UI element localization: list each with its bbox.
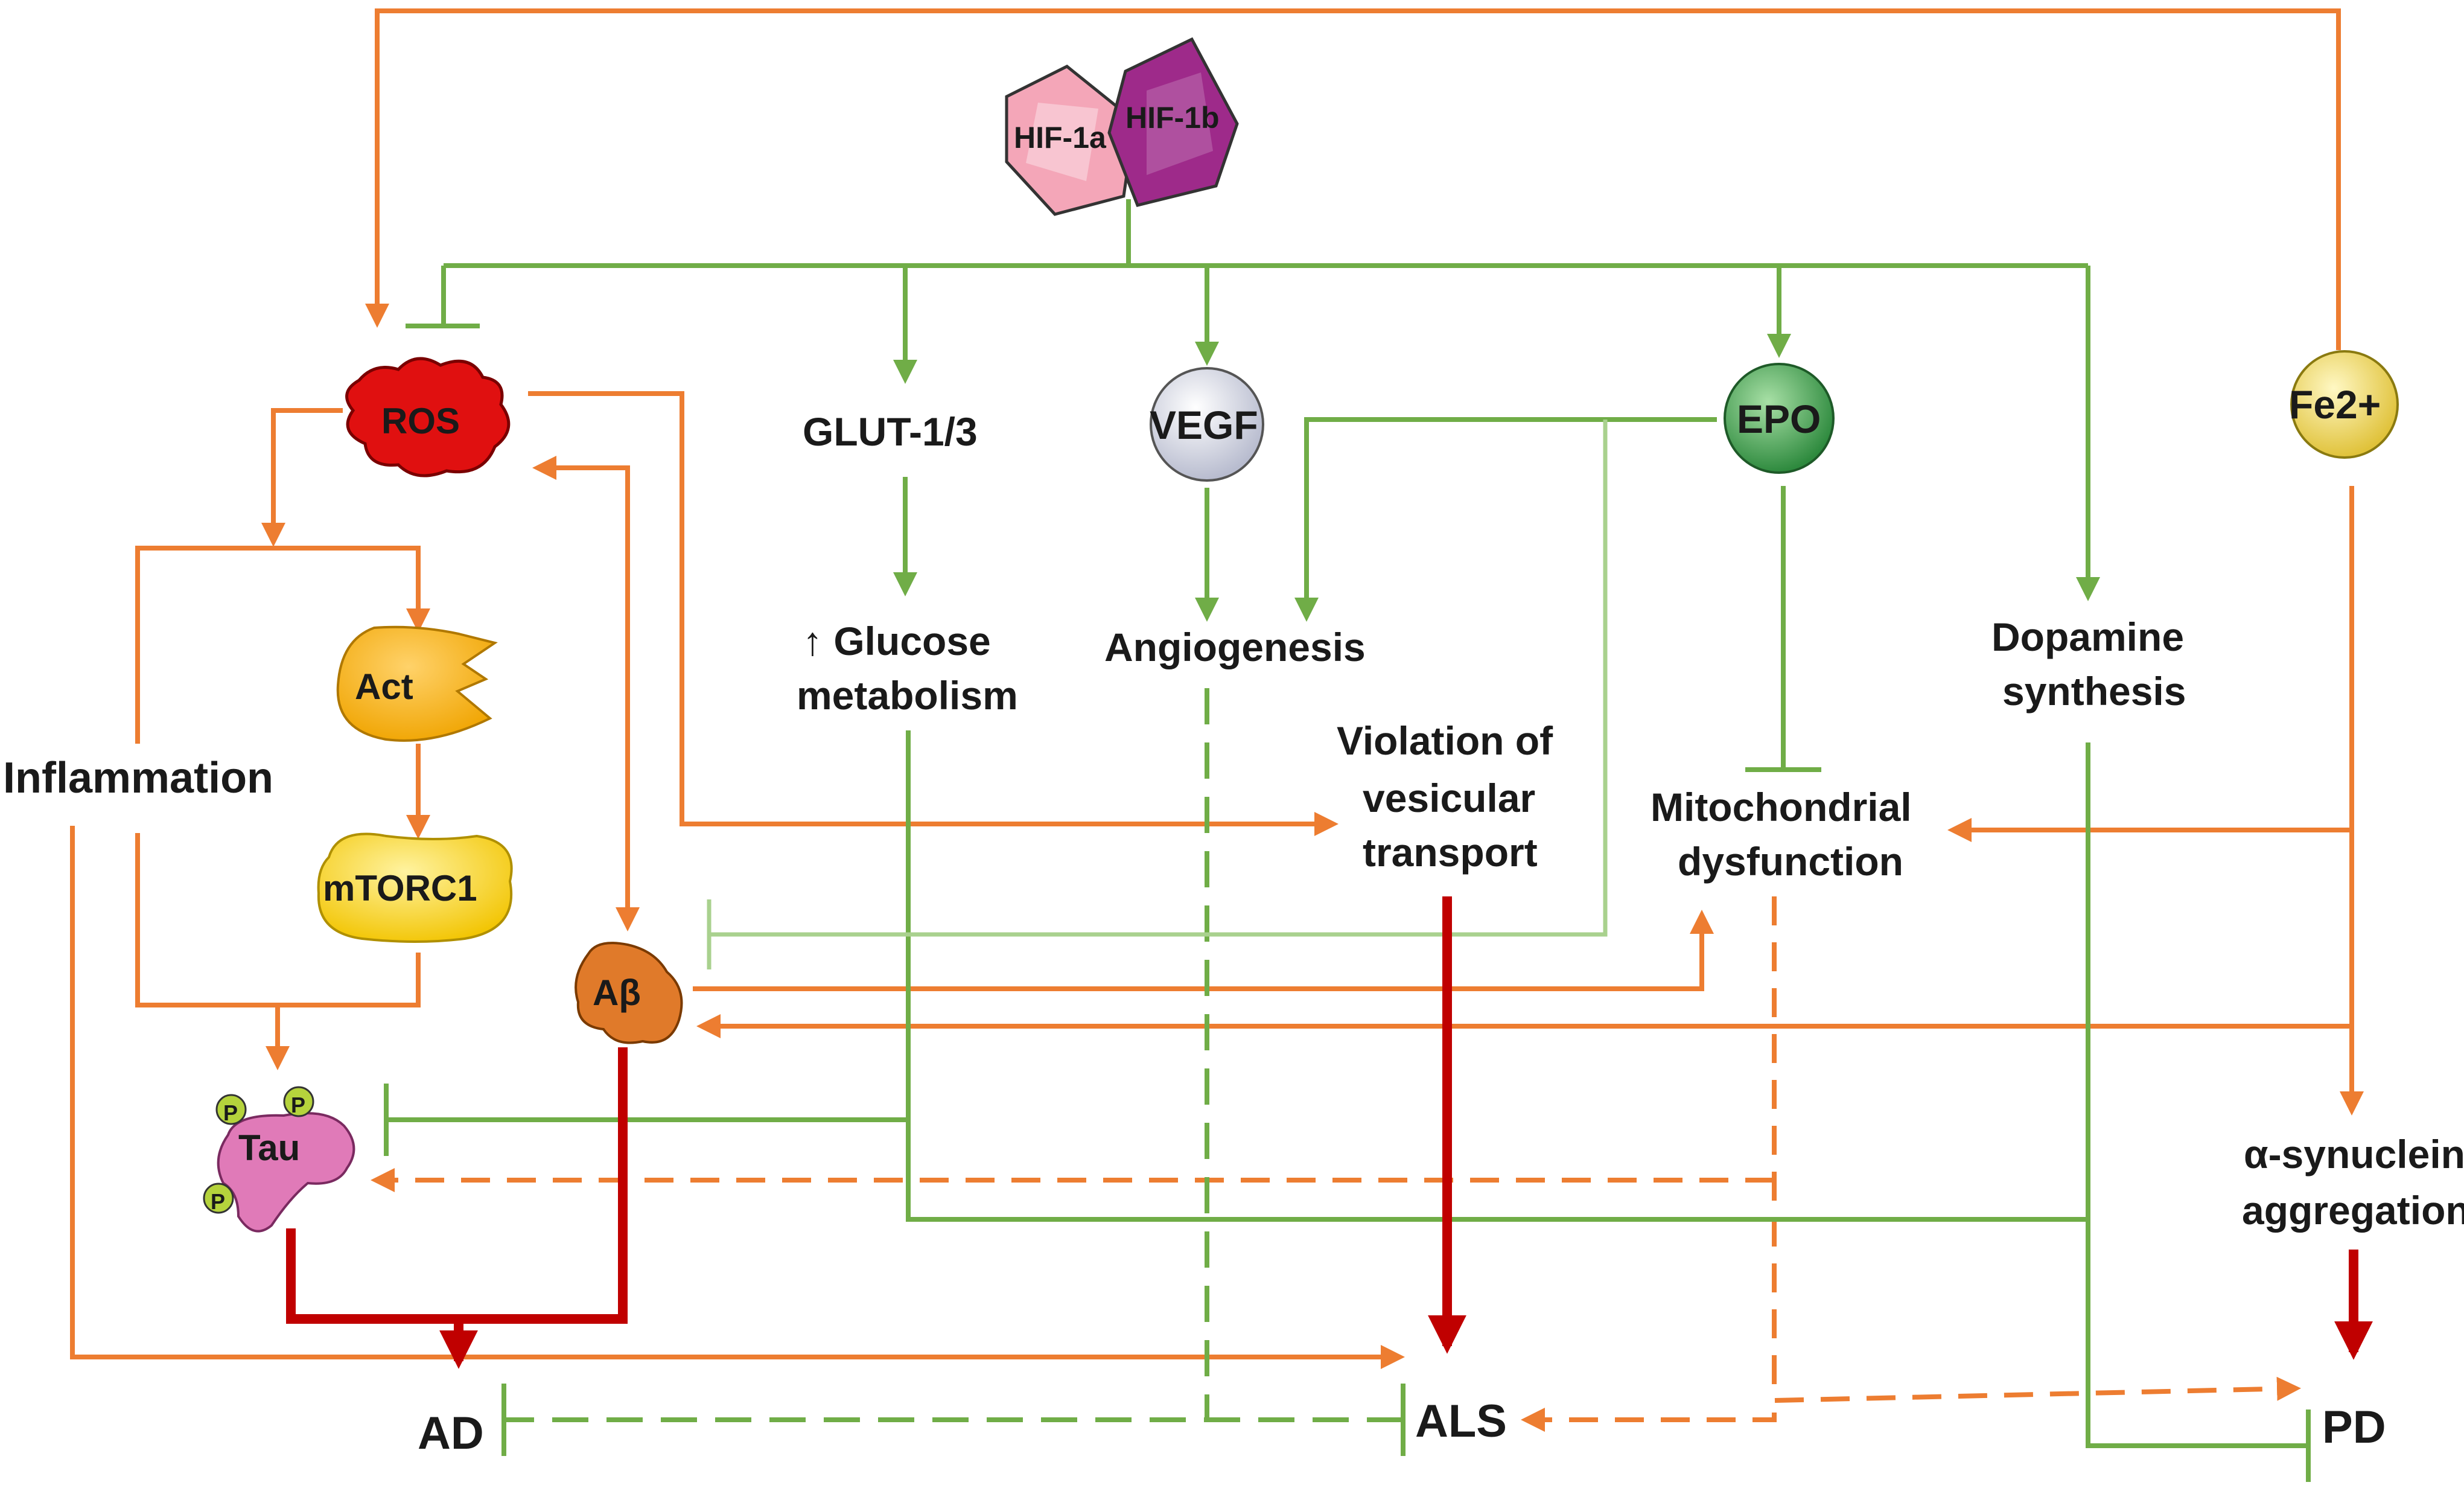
link-epo-to-angio <box>1294 417 1717 622</box>
outcome-als: ALS <box>1415 1396 1507 1447</box>
tau-label: Tau <box>238 1128 300 1168</box>
phospho-circle-2 <box>283 1086 314 1117</box>
link-fe-to-ros <box>365 8 2341 350</box>
link-branch-to-inflammation <box>135 546 430 744</box>
inflammation-label: Inflammation <box>3 754 273 802</box>
act-shape <box>336 625 498 742</box>
violation-label-line1: Violation of <box>1337 718 1553 763</box>
fe-circle <box>2290 350 2399 459</box>
phospho-label-2: P <box>291 1093 305 1117</box>
glut-label: GLUT-1/3 <box>803 409 978 454</box>
link-tau-to-ad <box>286 1047 628 1324</box>
glucose-label-line2: metabolism <box>797 673 1018 718</box>
fe-label: Fe2+ <box>2289 382 2381 427</box>
hif1a-highlight <box>1026 103 1098 181</box>
mito-label-line2: dysfunction <box>1678 839 1903 884</box>
synuclein-label-line2: aggregation <box>2242 1188 2464 1233</box>
phospho-circle-3 <box>203 1183 234 1214</box>
vegf-circle <box>1150 367 1264 482</box>
red-links <box>286 896 2373 1369</box>
mtorc1-shape <box>317 832 513 943</box>
light-green-links <box>707 420 1608 969</box>
violation-label-line3: transport <box>1363 830 1538 875</box>
hif1b-label: HIF-1b <box>1125 101 1220 135</box>
hif1a-label: HIF-1a <box>1014 121 1107 155</box>
dopamine-label-line1: Dopamine <box>1991 615 2184 659</box>
mtorc1-label: mTORC1 <box>323 868 477 908</box>
link-mito-dashed <box>1772 896 2301 1403</box>
mtorc1-node: mTORC1 <box>317 832 513 943</box>
green-links <box>384 199 2311 1482</box>
synuclein-label-line1: α-synuclein <box>2244 1132 2464 1177</box>
link-glucose-inhibit-tau <box>906 730 2088 1222</box>
abeta-node: Aβ <box>575 942 683 1044</box>
abeta-shape <box>575 942 683 1044</box>
dopamine-label-line2: synthesis <box>2002 669 2186 714</box>
vegf-label: VEGF <box>1150 403 1258 447</box>
act-node: Act <box>336 625 498 742</box>
epo-label: EPO <box>1737 397 1821 441</box>
hif1b-hexagon <box>1107 37 1239 207</box>
epo-node: EPO <box>1724 363 1835 474</box>
phospho-label-1: P <box>223 1100 238 1125</box>
fe-node: Fe2+ <box>2289 350 2399 459</box>
outcome-ad: AD <box>418 1408 484 1459</box>
mito-label-line1: Mitochondrial <box>1651 785 1912 829</box>
vegf-node: VEGF <box>1150 367 1264 482</box>
phospho-group: P P P <box>203 1086 314 1214</box>
ros-node: ROS <box>345 357 511 477</box>
angiogenesis-label: Angiogenesis <box>1104 625 1366 669</box>
link-epo-inhibit-abeta <box>709 420 1608 937</box>
phospho-circle-1 <box>215 1094 247 1125</box>
hif-complex: HIF-1a HIF-1b <box>1005 37 1239 216</box>
epo-circle <box>1724 363 1835 474</box>
abeta-label: Aβ <box>593 972 641 1013</box>
violation-label-line2: vesicular <box>1363 776 1535 820</box>
hif1b-highlight <box>1147 72 1213 175</box>
link-ros-to-branch <box>261 408 343 547</box>
link-mito-to-als <box>1521 1408 1777 1432</box>
ros-shape <box>345 357 511 477</box>
orange-links <box>70 8 2364 1432</box>
link-abeta-to-mito <box>693 910 1714 991</box>
ros-label: ROS <box>381 401 460 441</box>
outcome-pd: PD <box>2322 1402 2386 1453</box>
outcomes: AD ALS PD <box>418 1396 2386 1459</box>
act-label: Act <box>355 666 413 707</box>
text-labels: Inflammation GLUT-1/3 ↑ Glucose metaboli… <box>3 409 2464 1233</box>
phospho-label-3: P <box>211 1189 225 1214</box>
link-dopamine-inhibit-pd <box>2086 742 2308 1448</box>
glucose-label-line1: ↑ Glucose <box>803 619 991 663</box>
link-ros-to-violation <box>528 391 1339 836</box>
tau-node: Tau P P P <box>203 1086 355 1233</box>
link-ros-abeta <box>532 456 640 931</box>
link-inflammation-to-als <box>70 826 1405 1369</box>
